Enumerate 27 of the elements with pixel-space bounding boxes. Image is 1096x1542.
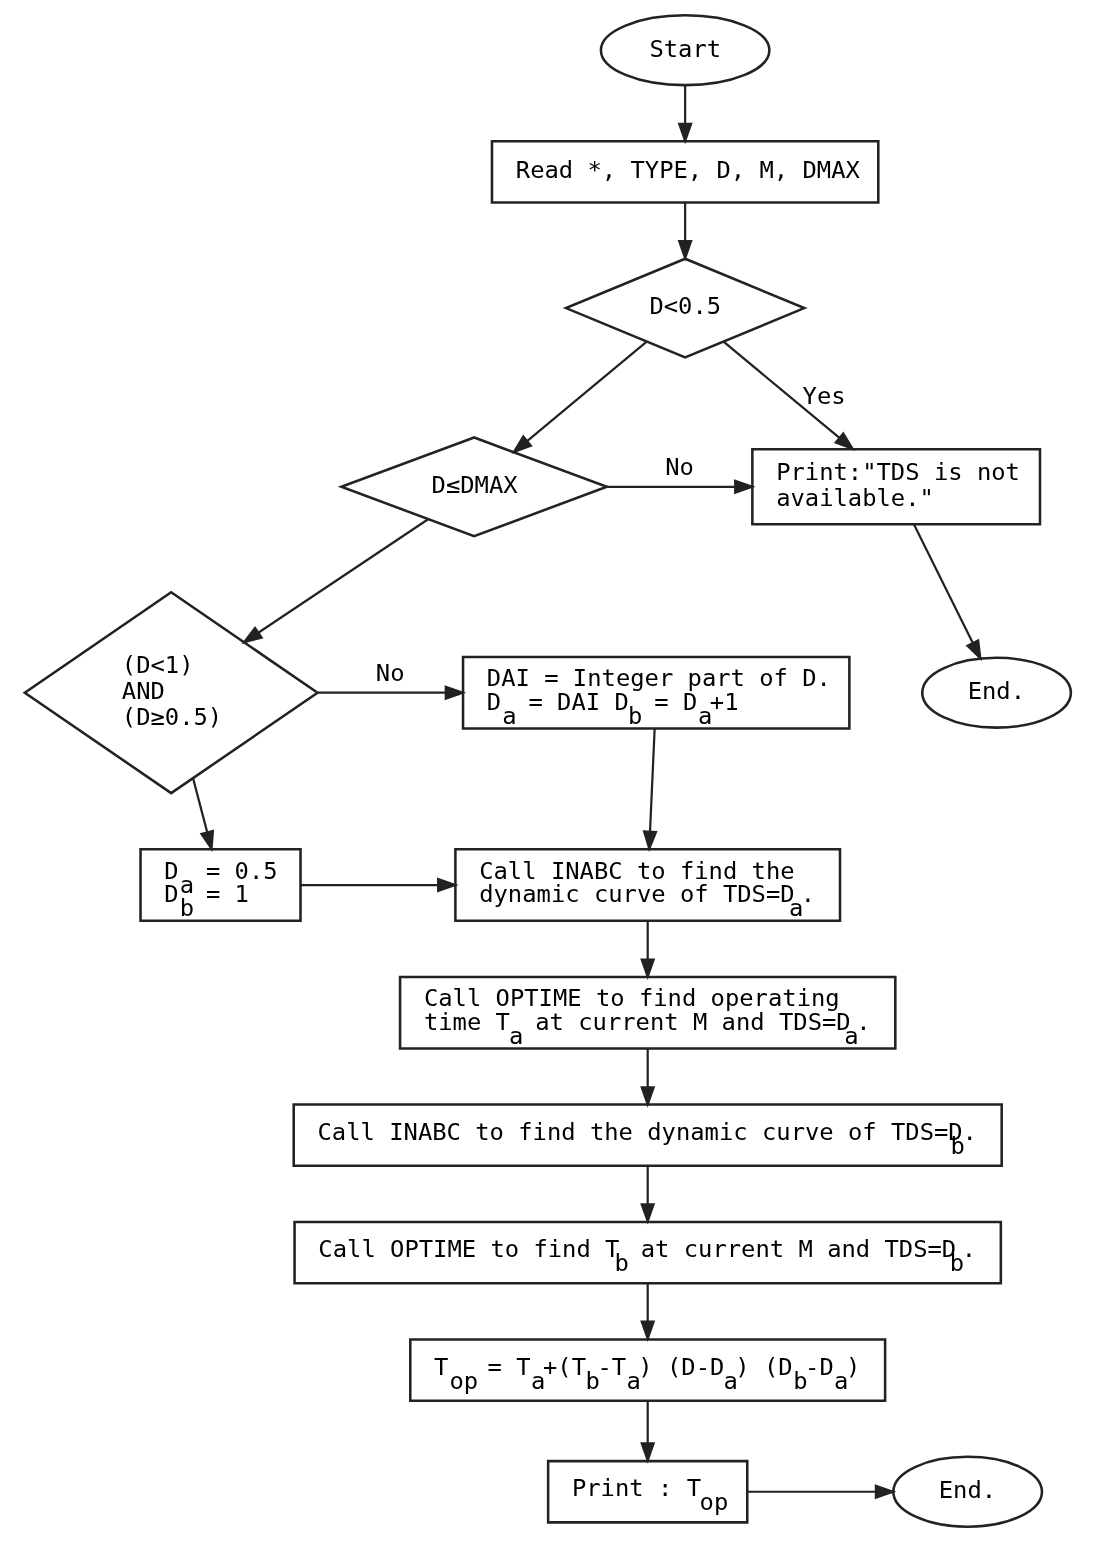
arrow: [640, 1283, 656, 1343]
arrow: [642, 728, 658, 853]
arrow: [723, 341, 856, 452]
arrow: [607, 479, 756, 495]
arrow: [192, 778, 215, 853]
arrow: [640, 1048, 656, 1108]
node-ellipse: Start: [599, 14, 771, 87]
node-diamond: D<0.5: [562, 257, 808, 359]
edge-label: No: [375, 659, 405, 688]
arrow: [511, 341, 648, 455]
edge-label: Yes: [802, 381, 846, 410]
arrow: [747, 1484, 897, 1500]
arrow: [677, 85, 693, 145]
node-box: Print:"TDS is not available.": [751, 448, 1042, 526]
node-ellipse: End.: [892, 1455, 1044, 1528]
arrow: [640, 1166, 656, 1225]
arrow: [318, 685, 467, 701]
arrow: [912, 523, 982, 662]
arrow: [241, 518, 429, 645]
arrow: [640, 1401, 656, 1464]
edge-label: No: [665, 453, 694, 482]
arrow: [677, 203, 693, 262]
arrow: [300, 877, 459, 893]
arrow: [640, 921, 656, 980]
node-box: Read *, TYPE, D, M, DMAX: [490, 140, 880, 204]
node-ellipse: End.: [920, 656, 1073, 729]
node-diamond: (D<1) AND (D≥0.5): [22, 590, 320, 795]
